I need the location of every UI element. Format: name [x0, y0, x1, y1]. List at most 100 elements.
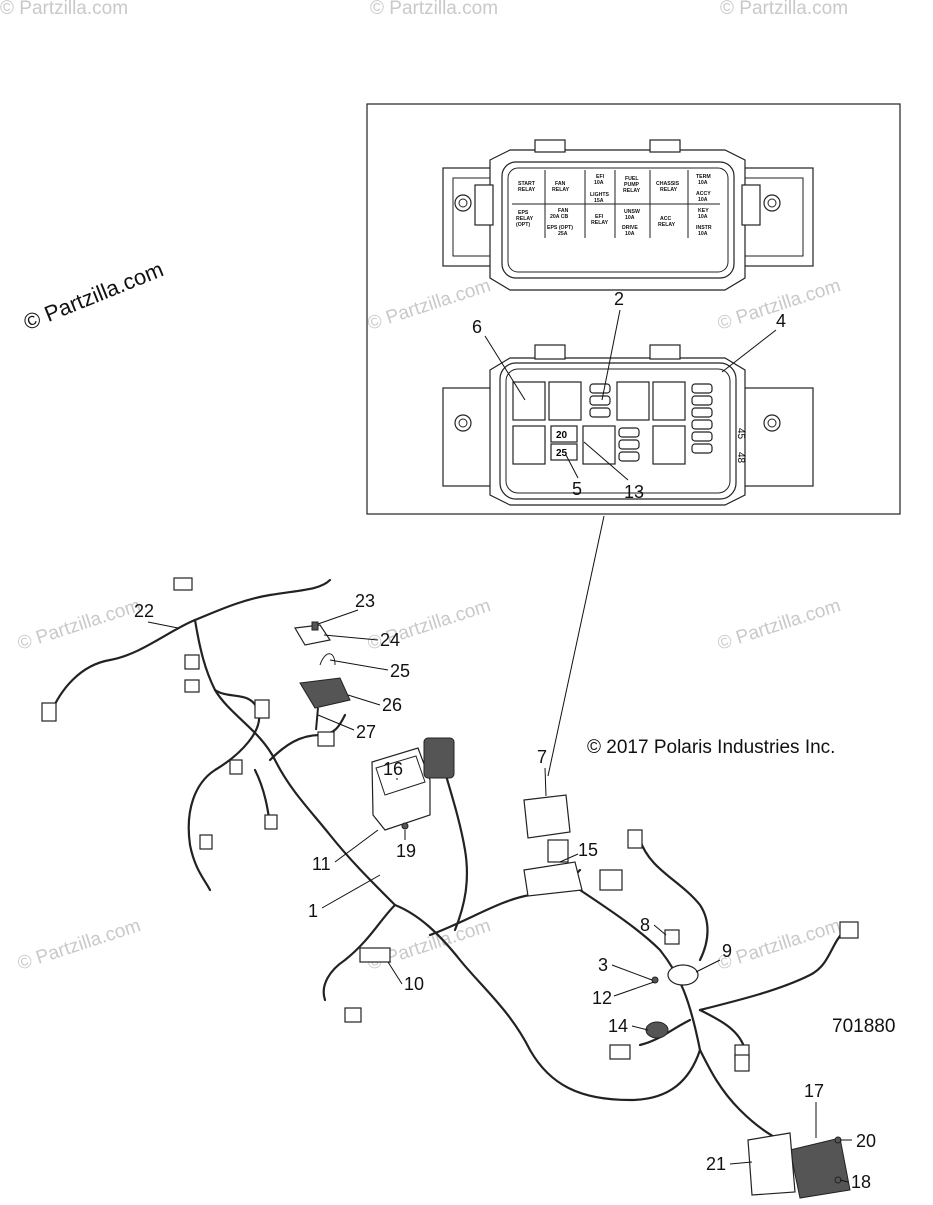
- clip-25: [319, 653, 336, 666]
- fuse-label: EFI: [595, 214, 604, 220]
- fuse-label: 10A: [698, 197, 708, 203]
- fuse-label: DRIVE: [622, 225, 638, 231]
- callout-8: 8: [640, 915, 650, 935]
- fuse-25-label: 25: [556, 448, 568, 459]
- fuse-label: EPS (OPT): [547, 225, 573, 231]
- fuse-20-label: 20: [556, 430, 568, 441]
- callout-12: 12: [592, 988, 612, 1008]
- fuse-label: START: [518, 181, 536, 187]
- fuse-label: EFI: [596, 174, 605, 180]
- fuse-label: ACCY: [696, 191, 711, 197]
- wire-harness: [48, 578, 847, 1142]
- callout-26: 26: [382, 695, 402, 715]
- fuse-cover-7: [523, 794, 571, 839]
- fuse-label: 20A CB: [550, 214, 569, 220]
- callout-16: 16: [383, 759, 403, 779]
- connector: [734, 1054, 750, 1072]
- watermark: © Partzilla.com: [715, 595, 843, 655]
- watermark: © Partzilla.com: [720, 0, 848, 19]
- side-mark-45: 45: [735, 428, 746, 440]
- fuse-label: UNSW: [624, 209, 640, 215]
- fuse-label: 10A: [698, 180, 708, 186]
- fuse-label: RELAY: [658, 222, 676, 228]
- connector-22b: [173, 577, 193, 591]
- fuse-label: 15A: [594, 198, 604, 204]
- relay-slots: [512, 381, 686, 465]
- callout-25: 25: [390, 661, 410, 681]
- fuse-label: INSTR: [696, 225, 712, 231]
- fuse-label: 10A: [698, 231, 708, 237]
- fuse-label: 10A: [625, 215, 635, 221]
- fuse-slots: [589, 383, 713, 462]
- screw-23: [311, 621, 319, 631]
- connector: [839, 921, 859, 939]
- fuse-label: EPS: [518, 210, 529, 216]
- copyright-text: © 2017 Polaris Industries Inc.: [587, 737, 836, 758]
- screw-19: [401, 822, 409, 830]
- ecu-16: [371, 747, 431, 831]
- callout-10: 10: [404, 974, 424, 994]
- connector: [344, 1007, 362, 1023]
- watermark: © Partzilla.com: [370, 0, 498, 19]
- callout-4: 4: [776, 311, 786, 331]
- connector: [609, 1044, 631, 1060]
- side-mark-48: 48: [735, 452, 746, 464]
- fuse-label: LIGHTS: [590, 192, 610, 198]
- fuse-label: ACC: [660, 216, 671, 222]
- components: [41, 577, 859, 1199]
- fuse-label: CHASSIS: [656, 181, 680, 187]
- callout-27: 27: [356, 722, 376, 742]
- fuse-label: FUEL: [625, 176, 639, 182]
- watermark: © Partzilla.com: [0, 0, 128, 19]
- grommet-14: [645, 1021, 669, 1039]
- fuse-label: 10A: [625, 231, 635, 237]
- fuse-label: 10A: [594, 180, 604, 186]
- connector: [199, 834, 213, 850]
- inset-callouts: 2 4 6 5 13: [472, 289, 786, 502]
- fuse-label: 25A: [558, 231, 568, 237]
- callout-11: 11: [312, 854, 331, 874]
- callout-7: 7: [537, 747, 547, 767]
- connector: [254, 699, 270, 719]
- fuse-grid-lines: [512, 170, 720, 238]
- callout-5: 5: [572, 479, 582, 499]
- bracket-21: [747, 1132, 796, 1196]
- fuse-label: RELAY: [552, 187, 570, 193]
- callout-19: 19: [396, 841, 416, 861]
- watermark: © Partzilla.com: [15, 595, 143, 655]
- fuse-label: RELAY: [591, 220, 609, 226]
- fuse-label: RELAY: [518, 187, 536, 193]
- fuse-label: RELAY: [516, 216, 534, 222]
- connector: [229, 759, 243, 775]
- callout-14: 14: [608, 1016, 628, 1036]
- fuse-label: RELAY: [660, 187, 678, 193]
- watermark: © Partzilla.com: [715, 915, 843, 975]
- inset-leader: [547, 515, 605, 777]
- callout-13: 13: [624, 482, 644, 502]
- fuse-box-bracket: [547, 839, 569, 863]
- grommet-9: [667, 964, 699, 986]
- connector: [627, 829, 643, 849]
- fuse-label: PUMP: [624, 182, 640, 188]
- callout-20: 20: [856, 1131, 876, 1151]
- connector-22a: [41, 702, 57, 722]
- connector: [184, 654, 200, 670]
- callout-23: 23: [355, 591, 375, 611]
